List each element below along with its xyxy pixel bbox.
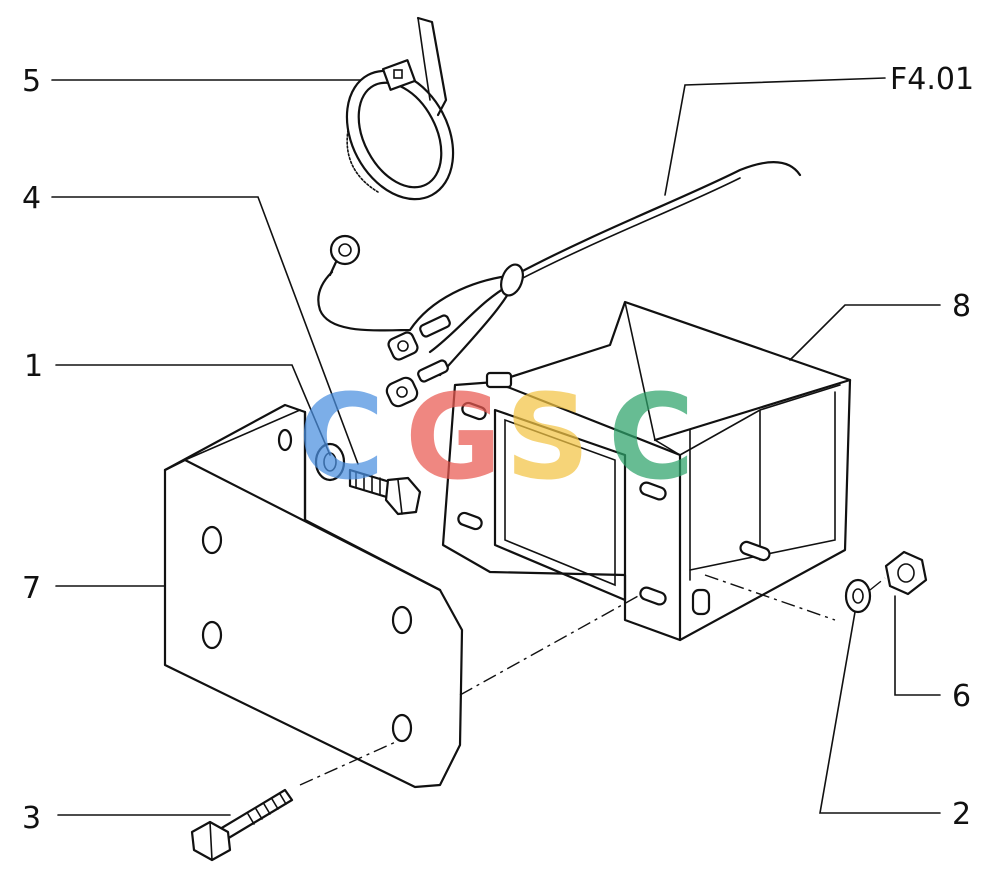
callout-8: 8: [952, 289, 971, 324]
watermark-letter: C: [608, 368, 695, 506]
callout-labels: 5 4 1 7 3 F4.01 8 6 2: [22, 62, 974, 836]
bolt-part-3: [190, 788, 294, 862]
callout-4: 4: [22, 181, 41, 216]
bolt-part-4: [348, 468, 422, 516]
watermark-letter: G: [405, 368, 502, 506]
callout-ref-f401: F4.01: [890, 62, 974, 97]
watermark-letter: S: [505, 368, 590, 506]
mounting-box-part: [441, 300, 852, 642]
watermark-letter: C: [298, 368, 385, 506]
mounting-plate-part: [163, 403, 464, 789]
wire-harness-part: [317, 161, 802, 408]
callout-1: 1: [24, 349, 43, 384]
callout-7: 7: [22, 571, 41, 606]
callout-3: 3: [22, 801, 41, 836]
callout-2: 2: [952, 797, 971, 832]
washer-part-2: [844, 578, 872, 614]
nut-part-6: [884, 550, 928, 596]
callout-5: 5: [22, 64, 41, 99]
watermark-logo: C G S C: [298, 368, 695, 506]
leader-lines: [51, 77, 941, 816]
callout-6: 6: [952, 679, 971, 714]
assembly-axes: [299, 574, 886, 786]
cable-tie-part: [345, 16, 455, 201]
